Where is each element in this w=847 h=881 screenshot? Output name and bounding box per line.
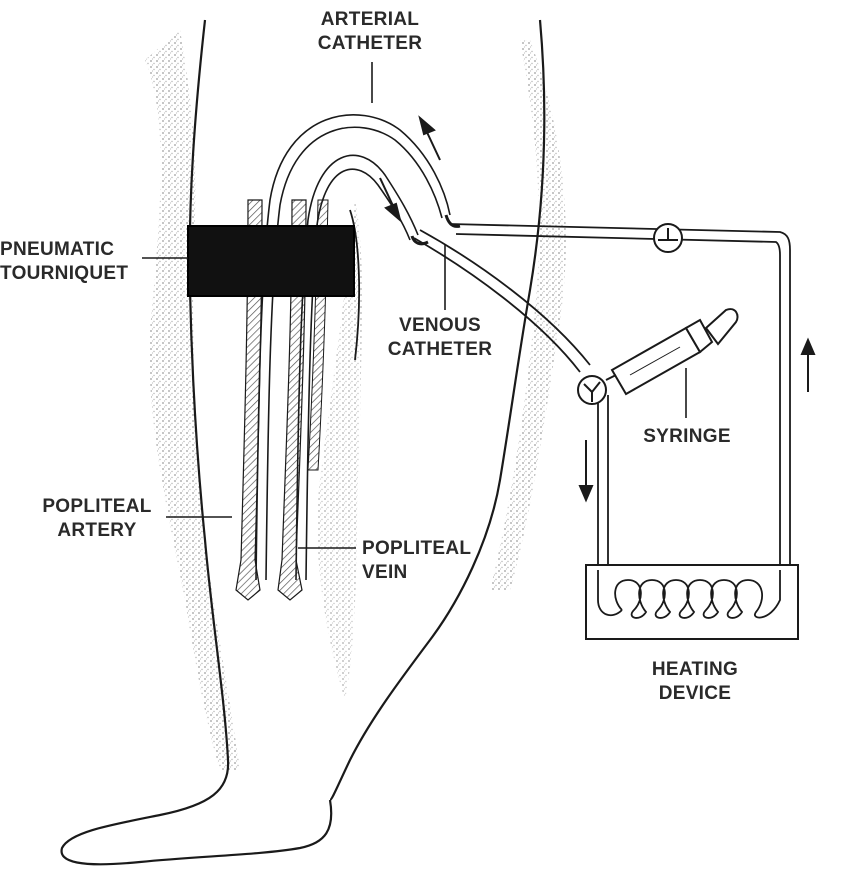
label-syringe: SYRINGE: [643, 426, 731, 447]
syringe-icon: [605, 308, 739, 396]
heating-coil-icon: [597, 570, 781, 619]
venous-connector: [410, 235, 429, 246]
arterial-connector: [444, 214, 461, 228]
leader-lines: [142, 62, 687, 549]
label-popliteal-artery: POPLITEAL ARTERY: [42, 496, 152, 541]
label-pneumatic-tourniquet: PNEUMATIC TOURNIQUET: [0, 239, 129, 284]
leg-shading-right: [490, 40, 566, 590]
leg-outline-right: [329, 19, 546, 802]
label-arterial-catheter: ARTERIAL CATHETER: [317, 9, 423, 54]
heating-device-box: [585, 564, 799, 640]
arterial-catheter-tube: [255, 114, 451, 581]
pneumatic-tourniquet-band: [187, 225, 355, 297]
leg-shading-inner: [317, 200, 363, 700]
flow-arrows: [379, 115, 816, 503]
label-venous-catheter: VENOUS CATHETER: [387, 315, 493, 360]
venous-catheter-tube: [295, 154, 419, 581]
label-popliteal-vein: POPLITEAL VEIN: [362, 538, 472, 583]
label-heating-device: HEATING DEVICE: [651, 659, 739, 704]
leg-knee-crease: [349, 209, 361, 361]
popliteal-vein-vessel: [277, 199, 307, 601]
leg-shading-left: [145, 30, 240, 770]
